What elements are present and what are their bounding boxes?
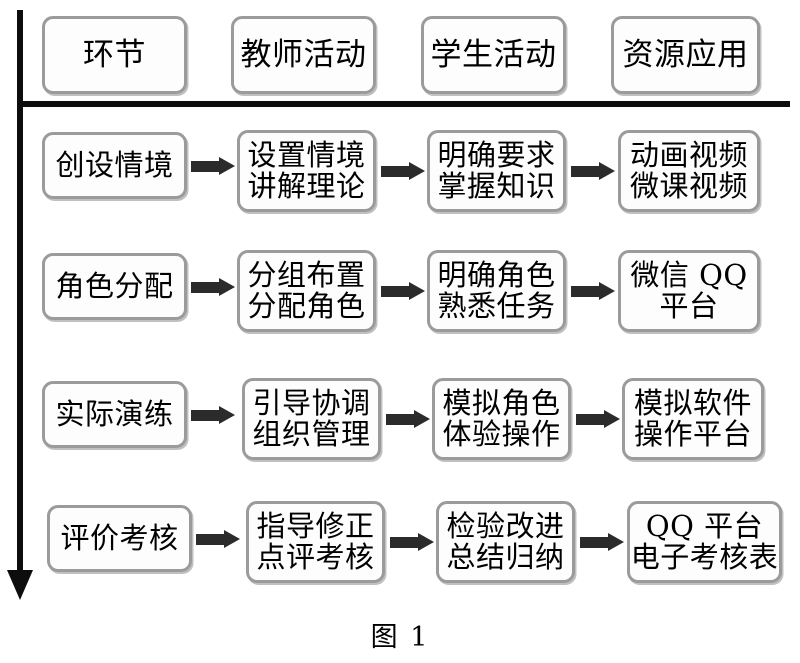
header-label: 环节 [83, 36, 146, 73]
box-line: 讲解理论 [247, 169, 366, 203]
arrow-shaft [386, 414, 416, 425]
row-4-resource-box: QQ 平台 电子考核表 [627, 501, 782, 583]
row-4-teacher-box: 指导修正 点评考核 [246, 501, 385, 583]
box-line: 分配角色 [247, 289, 366, 323]
arrow-shaft [571, 286, 601, 297]
box-line: 模拟软件 [633, 386, 752, 421]
row-3-arrow-2 [386, 410, 430, 428]
box-line: QQ 平台 [645, 509, 764, 544]
arrow-shaft [381, 166, 411, 177]
arrow-head-icon [224, 530, 240, 548]
header-label: 学生活动 [430, 36, 557, 73]
process-axis-line [17, 10, 23, 575]
row-1-arrow-2 [381, 162, 425, 180]
box-line: 角色分配 [55, 269, 174, 304]
row-2-student-box: 明确角色 熟悉任务 [427, 250, 566, 332]
arrow-head-icon [599, 282, 615, 300]
row-3-resource-box: 模拟软件 操作平台 [622, 378, 764, 460]
arrow-shaft [191, 410, 221, 421]
box-line: 分组布置 [247, 258, 366, 293]
figure-caption: 图 1 [370, 622, 430, 653]
header-label: 资源应用 [622, 36, 749, 73]
row-3-arrow-3 [576, 410, 620, 428]
process-axis-arrowhead-icon [7, 570, 33, 600]
arrow-shaft [196, 534, 226, 545]
box-line: 总结归纳 [446, 540, 565, 574]
row-1-resource-box: 动画视频 微课视频 [618, 130, 760, 212]
arrow-shaft [571, 166, 601, 177]
box-line: 微课视频 [629, 169, 748, 203]
header-divider-line [17, 101, 790, 107]
row-2-arrow-1 [191, 278, 235, 296]
arrow-head-icon [604, 410, 620, 428]
header-label: 教师活动 [240, 36, 367, 73]
arrow-head-icon [608, 533, 624, 551]
row-3-stage-box: 实际演练 [42, 381, 187, 448]
row-1-teacher-box: 设置情境 讲解理论 [237, 130, 376, 212]
row-2-arrow-3 [571, 282, 615, 300]
row-1-arrow-3 [571, 162, 615, 180]
arrow-shaft [580, 537, 610, 548]
box-line: 操作平台 [633, 417, 752, 451]
arrow-head-icon [219, 157, 235, 175]
box-line: 检验改进 [446, 509, 565, 544]
row-3-teacher-box: 引导协调 组织管理 [242, 378, 381, 460]
box-line: 熟悉任务 [437, 289, 556, 323]
box-line: 动画视频 [629, 138, 748, 173]
row-1-student-box: 明确要求 掌握知识 [427, 130, 566, 212]
row-2-stage-box: 角色分配 [42, 253, 187, 320]
header-cell-stage: 环节 [42, 16, 187, 94]
arrow-head-icon [219, 406, 235, 424]
box-line: 平台 [659, 289, 719, 323]
box-line: 评价考核 [60, 521, 179, 556]
box-line: 创设情境 [55, 148, 174, 183]
row-3-student-box: 模拟角色 体验操作 [432, 378, 571, 460]
row-4-stage-box: 评价考核 [47, 505, 192, 572]
header-cell-resource: 资源应用 [611, 16, 760, 94]
row-2-resource-box: 微信 QQ 平台 [618, 250, 760, 332]
box-line: 实际演练 [55, 397, 174, 432]
row-2-teacher-box: 分组布置 分配角色 [237, 250, 376, 332]
arrow-head-icon [414, 410, 430, 428]
row-4-student-box: 检验改进 总结归纳 [436, 501, 575, 583]
row-4-arrow-3 [580, 533, 624, 551]
arrow-head-icon [409, 162, 425, 180]
row-1-arrow-1 [191, 157, 235, 175]
row-3-arrow-1 [191, 406, 235, 424]
box-line: 明确角色 [437, 258, 556, 293]
box-line: 模拟角色 [442, 386, 561, 421]
row-2-arrow-2 [381, 282, 425, 300]
arrow-shaft [191, 282, 221, 293]
box-line: 组织管理 [252, 417, 371, 451]
arrow-head-icon [599, 162, 615, 180]
box-line: 指导修正 [256, 509, 375, 544]
arrow-head-icon [409, 282, 425, 300]
box-line: 引导协调 [252, 386, 371, 421]
box-line: 点评考核 [256, 540, 375, 574]
box-line: 微信 QQ [630, 258, 748, 293]
arrow-head-icon [219, 278, 235, 296]
arrow-shaft [390, 537, 420, 548]
row-4-arrow-1 [196, 530, 240, 548]
row-4-arrow-2 [390, 533, 434, 551]
box-line: 电子考核表 [630, 540, 779, 574]
header-cell-student: 学生活动 [421, 16, 566, 94]
row-1-stage-box: 创设情境 [42, 132, 187, 199]
arrow-shaft [191, 161, 221, 172]
box-line: 体验操作 [442, 417, 561, 451]
arrow-shaft [576, 414, 606, 425]
box-line: 掌握知识 [437, 169, 556, 203]
box-line: 明确要求 [437, 138, 556, 173]
arrow-head-icon [418, 533, 434, 551]
arrow-shaft [381, 286, 411, 297]
header-cell-teacher: 教师活动 [231, 16, 376, 94]
box-line: 设置情境 [247, 138, 366, 173]
